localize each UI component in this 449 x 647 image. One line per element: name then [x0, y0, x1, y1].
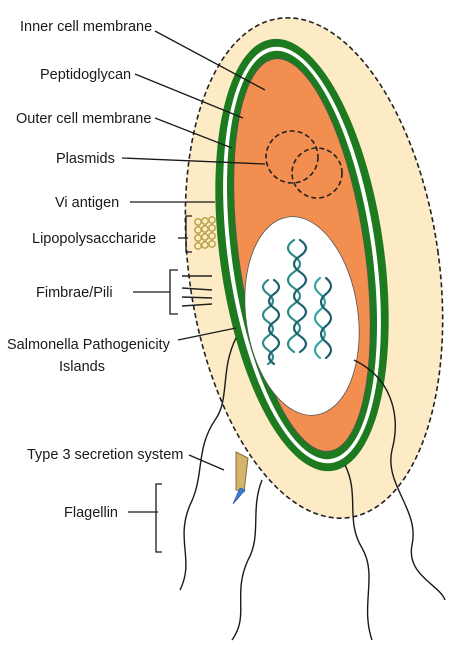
- label-fimbrae: Fimbrae/Pili: [36, 285, 113, 301]
- label-outer-membrane: Outer cell membrane: [16, 111, 151, 127]
- label-vi-antigen: Vi antigen: [55, 195, 119, 211]
- label-flagellin: Flagellin: [64, 505, 118, 521]
- label-plasmids: Plasmids: [56, 151, 115, 167]
- label-t3ss: Type 3 secretion system: [27, 447, 183, 463]
- label-lps: Lipopolysaccharide: [32, 231, 156, 247]
- label-spi-line1: Salmonella Pathogenicity: [7, 337, 171, 353]
- t3ss-structure: [233, 452, 248, 504]
- label-peptidoglycan: Peptidoglycan: [40, 67, 131, 83]
- label-spi-line2: Islands: [59, 359, 105, 375]
- label-inner-membrane: Inner cell membrane: [20, 19, 152, 35]
- labels: Inner cell membrane Peptidoglycan Outer …: [7, 19, 183, 521]
